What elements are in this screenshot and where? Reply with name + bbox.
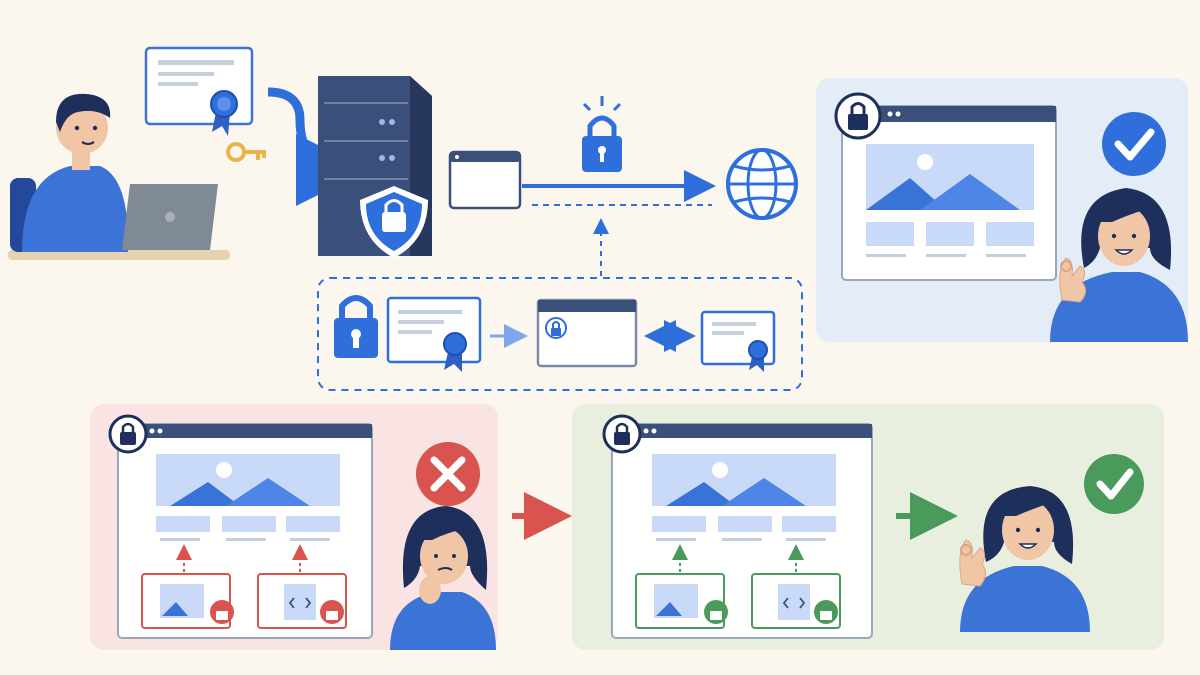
secure-resources-success-panel	[572, 404, 1164, 650]
padlock-icon	[334, 295, 378, 358]
code-file-icon	[257, 573, 347, 629]
image-file-icon	[141, 573, 234, 629]
browser-window-small	[448, 150, 522, 210]
mixed-content-error-panel	[90, 404, 498, 650]
secure-site-panel	[816, 78, 1188, 342]
cross-icon	[416, 442, 480, 506]
browser-window	[536, 298, 638, 368]
check-icon	[1084, 454, 1144, 514]
certificate-icon	[700, 310, 776, 372]
key-icon	[226, 142, 266, 162]
check-icon	[1102, 112, 1166, 176]
certificate-icon	[386, 296, 482, 372]
code-file-icon	[751, 573, 841, 629]
shield-lock-icon	[360, 186, 428, 258]
happy-user-figure	[959, 486, 1090, 632]
image-file-icon	[635, 573, 728, 629]
padlock-icon	[582, 96, 622, 172]
satisfied-user-figure	[1050, 188, 1188, 342]
certificate-icon	[144, 46, 254, 136]
globe-icon	[726, 148, 798, 220]
developer-figure	[8, 93, 230, 260]
confused-user-figure	[390, 506, 496, 650]
certificate-chain-box	[317, 277, 803, 391]
